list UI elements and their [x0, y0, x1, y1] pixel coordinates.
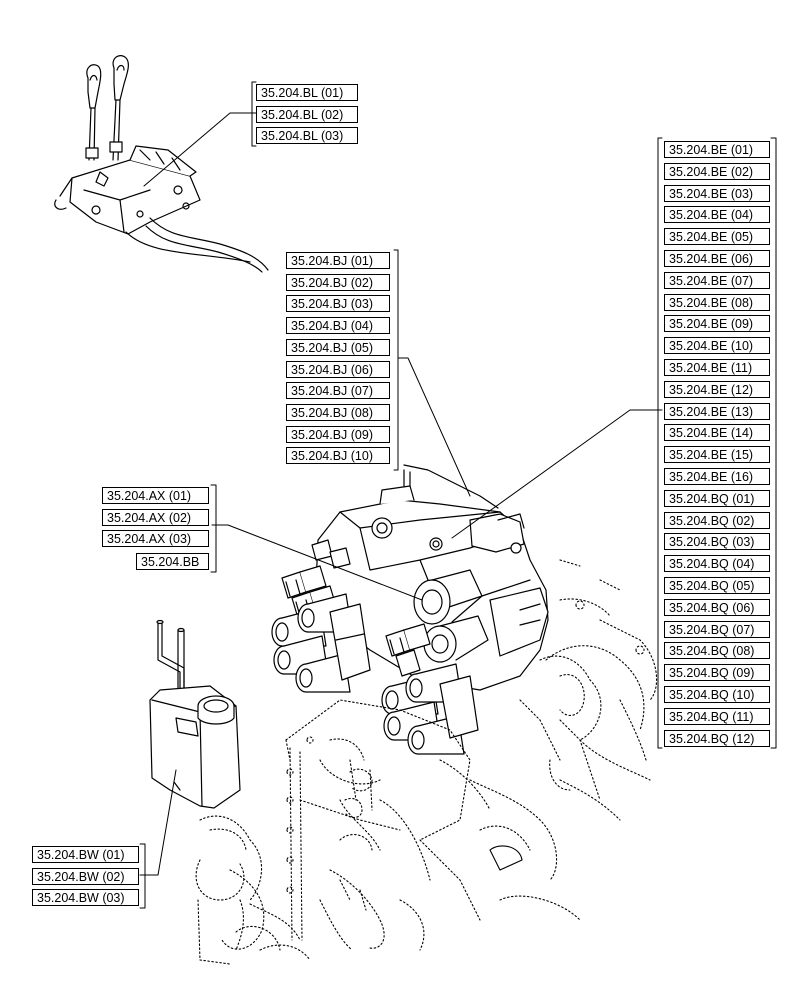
part-ref-label[interactable]: 35.204.BJ (01): [286, 252, 390, 269]
part-ref-label[interactable]: 35.204.BJ (09): [286, 425, 390, 443]
part-ref-label[interactable]: 35.204.BQ (01): [664, 489, 770, 507]
part-ref-label[interactable]: 35.204.BE (01): [664, 141, 770, 158]
part-ref-label[interactable]: 35.204.BE (14): [664, 424, 770, 442]
part-ref-label[interactable]: 35.204.BE (04): [664, 206, 770, 224]
control-lever-assembly: [54, 55, 269, 273]
leader-lines: [139, 112, 663, 876]
part-ref-label[interactable]: 35.204.BL (03): [256, 127, 358, 144]
part-ref-label[interactable]: 35.204.BE (05): [664, 228, 770, 246]
part-ref-label[interactable]: 35.204.BW (03): [32, 889, 139, 906]
part-ref-label[interactable]: 35.204.AX (02): [102, 508, 209, 526]
part-ref-label[interactable]: 35.204.BW (01): [32, 846, 139, 863]
part-ref-label[interactable]: 35.204.BQ (05): [664, 577, 770, 594]
part-ref-label[interactable]: 35.204.BE (12): [664, 380, 770, 398]
part-ref-label[interactable]: 35.204.BQ (11): [664, 707, 770, 725]
part-ref-label[interactable]: 35.204.BE (10): [664, 337, 770, 355]
valve-block: [271, 464, 549, 755]
part-ref-label[interactable]: 35.204.BJ (02): [286, 273, 390, 291]
part-ref-label[interactable]: 35.204.BE (06): [664, 250, 770, 267]
part-ref-label[interactable]: 35.204.BE (08): [664, 293, 770, 311]
part-ref-label[interactable]: 35.204.BJ (07): [286, 382, 390, 400]
part-ref-label[interactable]: 35.204.BQ (12): [664, 729, 770, 747]
chassis-outline: [195, 559, 658, 965]
part-ref-label[interactable]: 35.204.BJ (03): [286, 295, 390, 313]
part-ref-label[interactable]: 35.204.BQ (10): [664, 686, 770, 703]
part-ref-label[interactable]: 35.204.BL (02): [256, 105, 358, 123]
part-ref-label[interactable]: 35.204.AX (03): [102, 530, 209, 548]
part-ref-label[interactable]: 35.204.BQ (04): [664, 555, 770, 573]
part-ref-label[interactable]: 35.204.BE (07): [664, 271, 770, 289]
part-ref-label[interactable]: 35.204.BQ (06): [664, 598, 770, 616]
part-ref-label[interactable]: 35.204.BE (15): [664, 446, 770, 464]
part-ref-label[interactable]: 35.204.BJ (05): [286, 338, 390, 356]
part-ref-label[interactable]: 35.204.BJ (06): [286, 360, 390, 378]
part-ref-label[interactable]: 35.204.BE (11): [664, 359, 770, 376]
part-ref-label[interactable]: 35.204.BL (01): [256, 84, 358, 101]
reservoir-tank: [149, 619, 241, 809]
part-ref-label[interactable]: 35.204.BJ (10): [286, 447, 390, 465]
part-ref-label[interactable]: 35.204.BJ (04): [286, 317, 390, 335]
part-ref-label[interactable]: 35.204.BQ (02): [664, 511, 770, 529]
part-ref-label[interactable]: 35.204.BQ (08): [664, 642, 770, 660]
part-ref-label[interactable]: 35.204.BE (16): [664, 468, 770, 485]
part-ref-label[interactable]: 35.204.AX (01): [102, 487, 209, 504]
part-ref-label[interactable]: 35.204.BE (02): [664, 162, 770, 180]
part-ref-label[interactable]: 35.204.BQ (07): [664, 620, 770, 638]
part-ref-label[interactable]: 35.204.BQ (09): [664, 664, 770, 682]
bracket-lines: [139, 81, 777, 909]
part-ref-label[interactable]: 35.204.BJ (08): [286, 403, 390, 421]
part-ref-label[interactable]: 35.204.BE (03): [664, 184, 770, 202]
part-ref-label[interactable]: 35.204.BE (09): [664, 315, 770, 333]
part-ref-label[interactable]: 35.204.BW (02): [32, 867, 139, 885]
part-ref-label[interactable]: 35.204.BQ (03): [664, 533, 770, 551]
part-ref-label[interactable]: 35.204.BE (13): [664, 402, 770, 420]
part-ref-label[interactable]: 35.204.BB: [136, 553, 209, 570]
